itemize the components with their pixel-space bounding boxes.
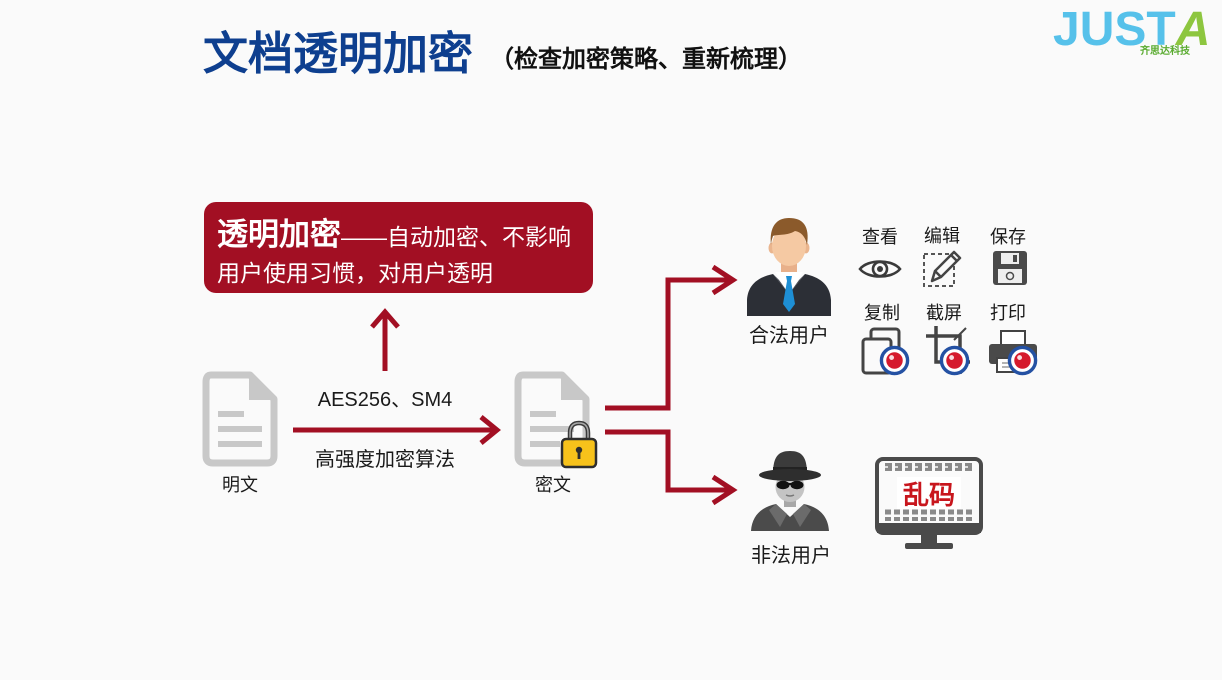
red-dot-badge-icon (939, 345, 970, 376)
lock-icon (560, 419, 598, 469)
illegal-branch-line (605, 432, 731, 490)
eye-icon (858, 256, 902, 282)
spy-icon (748, 447, 832, 531)
document-icon (202, 371, 278, 467)
businessman-icon (745, 214, 833, 316)
red-dot-badge-icon (1007, 345, 1038, 376)
red-dot-badge-icon (879, 345, 910, 376)
garbled-screen-text: 乱码 (903, 481, 955, 509)
legal-branch-line (605, 280, 731, 408)
floppy-disk-icon (992, 250, 1028, 286)
pencil-edit-icon (921, 247, 963, 289)
